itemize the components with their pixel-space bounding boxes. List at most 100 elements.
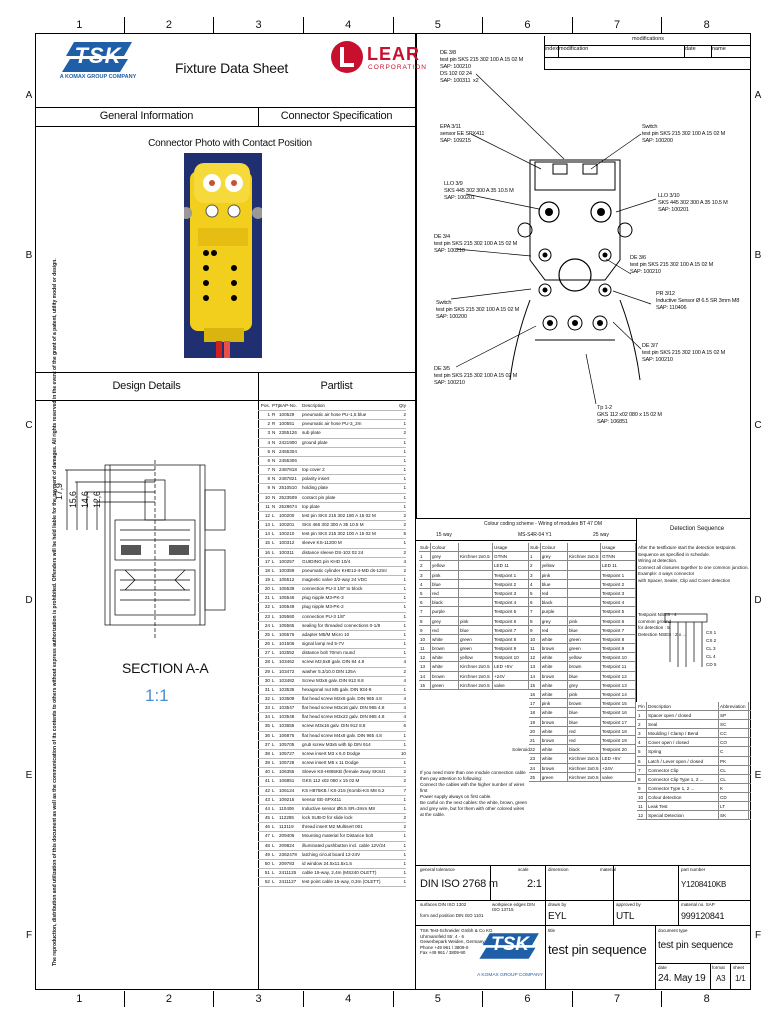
- pos-cell: 34: [264, 714, 270, 720]
- subd-pin-cell: 9: [419, 625, 431, 634]
- usage-cell: Testpoint 10: [601, 653, 636, 662]
- description-cell: pneumatic air hose PU-3_2m: [302, 421, 362, 427]
- abbreviation-cell: SP: [719, 711, 749, 720]
- colour2-cell: [568, 561, 601, 570]
- colour2-cell: [568, 598, 601, 607]
- usage-cell: Testpoint 3: [601, 588, 636, 598]
- usage-cell: Testpoint 2: [601, 579, 636, 588]
- pos-cell: 20: [264, 586, 270, 592]
- colour2-cell: [459, 561, 493, 570]
- modifications-title: modifications: [544, 36, 751, 46]
- detection-pin-label: CS 2: [706, 638, 717, 643]
- qty-cell: 1: [403, 421, 406, 427]
- pos-cell: 16: [264, 549, 270, 555]
- usage-cell: LED 11: [601, 561, 636, 570]
- row-zone-b: B: [25, 250, 33, 261]
- pos-cell: Pos.: [260, 403, 270, 408]
- lear-logo: LEAR CORPORATION: [330, 40, 426, 98]
- pin-cell: 11: [637, 802, 647, 811]
- annotation-de-3-4: DE 3/4 test pin SKS 215 302 100 A 15 02 …: [434, 234, 518, 254]
- tb-form-label: form and position DIN ISO 1101: [420, 913, 484, 918]
- pos-cell: 5: [267, 448, 270, 454]
- annotation-switch-top: Switch test pin SKS 215 302 100 A 15 02 …: [642, 124, 726, 144]
- usage-cell: LED +5V: [493, 662, 529, 671]
- sap-cell: 105728: [279, 760, 295, 766]
- colour-cell: yellow: [541, 561, 568, 570]
- subd-pin-cell: 3: [419, 570, 431, 579]
- sap-cell: 110406: [279, 805, 294, 811]
- description-cell: illuminated pushbutton incl. cable 12V/2…: [302, 842, 386, 848]
- description-cell: flat head screw M2x6 galv. DIN 965 4.8: [302, 696, 382, 701]
- description-cell: id window 24.5x11.5x1.5: [302, 860, 352, 866]
- qty-cell: 1: [403, 503, 406, 509]
- qty-cell: 5: [403, 531, 406, 537]
- tb-part-no-label: part number: [681, 867, 706, 872]
- annotation-de-3-7: DE 3/7 test pin SKS 215 302 100 A 15 02 …: [642, 343, 726, 363]
- subd-pin-cell: 16: [529, 690, 541, 699]
- tb-title-label: title: [548, 928, 556, 933]
- qty-cell: 1: [403, 879, 406, 885]
- connector-photo: [184, 153, 262, 358]
- qty-cell: 2: [403, 549, 406, 555]
- subd-pin-cell: 4: [529, 579, 541, 588]
- qty-cell: 7: [403, 787, 406, 793]
- subd-pin-cell: 2: [529, 561, 541, 570]
- ptp-cell: L: [272, 787, 275, 793]
- column-zone-6: 6: [482, 991, 572, 1007]
- pos-cell: 4: [267, 439, 270, 445]
- wiring-header-cell: Sub-D: [530, 543, 541, 552]
- usage-cell: Testpoint 2: [493, 579, 529, 588]
- usage-cell: Testpoint 5: [601, 607, 636, 616]
- qty-cell: 1: [403, 686, 406, 692]
- description-cell: pneumatic cylinder KHE12-4-MD ds-12mr: [302, 567, 388, 573]
- sap-cell: 105705: [279, 741, 295, 747]
- tb-doc-title-label: document type: [658, 928, 688, 933]
- lear-subtitle: CORPORATION: [368, 64, 427, 71]
- mod-col-date: date: [685, 46, 712, 57]
- description-cell: contact pin plate: [302, 494, 336, 500]
- pos-cell: 36: [264, 732, 270, 738]
- qty-cell: 2: [403, 567, 406, 573]
- colour2-cell: Kirchner 2x0.5: [568, 552, 601, 561]
- description-cell: Moulding / Clamp / Bend: [647, 729, 719, 738]
- drawing-frame: [35, 33, 751, 990]
- colour-cell: green: [541, 772, 568, 781]
- sap-cell: 105565: [279, 622, 295, 628]
- description-cell: signal lamp red 5-7V: [302, 641, 345, 647]
- colour2-cell: green: [568, 634, 601, 644]
- colour-cell: pink: [541, 570, 568, 579]
- subd-pin-cell: 4: [419, 579, 431, 588]
- ptp-cell: L: [272, 760, 275, 766]
- subd-pin-cell: 6: [529, 598, 541, 607]
- pos-cell: 18: [264, 567, 270, 573]
- pos-cell: 37: [264, 741, 270, 747]
- description-cell: grub screw M3x5 with tip DIN 914: [302, 741, 371, 747]
- colour2-cell: blue: [568, 671, 601, 680]
- row-zone-d: D: [754, 595, 762, 606]
- colour-cell: grey: [541, 552, 568, 561]
- qty-cell: 10: [400, 750, 406, 756]
- ptp-cell: PTp: [272, 403, 281, 408]
- row-zone-d: D: [25, 595, 33, 606]
- usage-cell: Testpoint 19: [601, 735, 636, 745]
- qty-cell: 4: [403, 558, 406, 564]
- colour2-cell: blue: [459, 625, 493, 634]
- colour2-cell: Kirchner 2x0.5: [459, 671, 493, 680]
- usage-cell: Testpoint 12: [601, 671, 636, 680]
- tb-date: 24. May 19: [658, 973, 706, 984]
- qty-cell: 2: [403, 769, 406, 775]
- qty-cell: 2: [403, 815, 406, 821]
- abbreviation-cell: SC: [719, 720, 749, 729]
